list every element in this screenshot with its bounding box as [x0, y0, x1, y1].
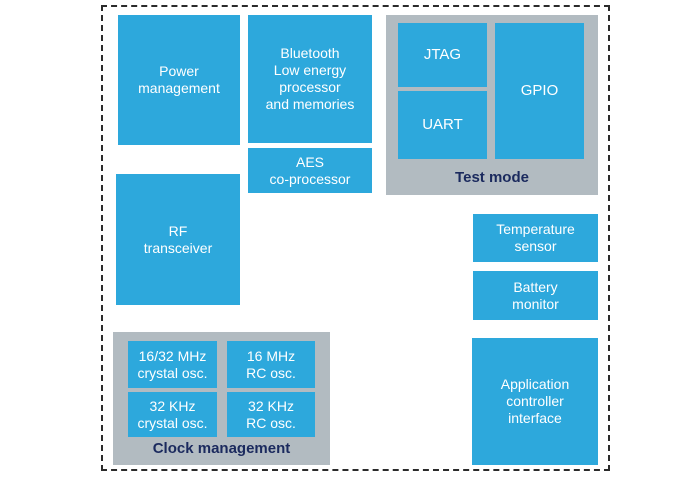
application-controller-interface-block: Application controller interface — [472, 338, 598, 465]
rf-transceiver-block: RF transceiver — [116, 174, 240, 305]
bluetooth-low-energy-processor-block: Bluetooth Low energy processor and memor… — [248, 15, 372, 143]
jtag-block: JTAG — [398, 23, 487, 87]
chip-boundary-dashed-frame — [101, 5, 610, 471]
clock-management-group: 16/32 MHz crystal osc. 16 MHz RC osc. 32… — [113, 332, 330, 465]
crystal-osc-32khz-block: 32 KHz crystal osc. — [128, 392, 217, 437]
gpio-block: GPIO — [495, 23, 584, 159]
aes-coprocessor-block: AES co-processor — [248, 148, 372, 193]
rc-osc-32khz-block: 32 KHz RC osc. — [227, 392, 315, 437]
battery-monitor-block: Battery monitor — [473, 271, 598, 320]
temperature-sensor-block: Temperature sensor — [473, 214, 598, 262]
rc-osc-16mhz-block: 16 MHz RC osc. — [227, 341, 315, 388]
clock-management-group-label: Clock management — [152, 440, 291, 457]
test-mode-group: JTAG UART GPIO Test mode — [386, 15, 598, 195]
power-management-block: Power management — [118, 15, 240, 145]
crystal-osc-16-32mhz-block: 16/32 MHz crystal osc. — [128, 341, 217, 388]
test-mode-group-label: Test mode — [455, 169, 529, 186]
uart-block: UART — [398, 91, 487, 159]
